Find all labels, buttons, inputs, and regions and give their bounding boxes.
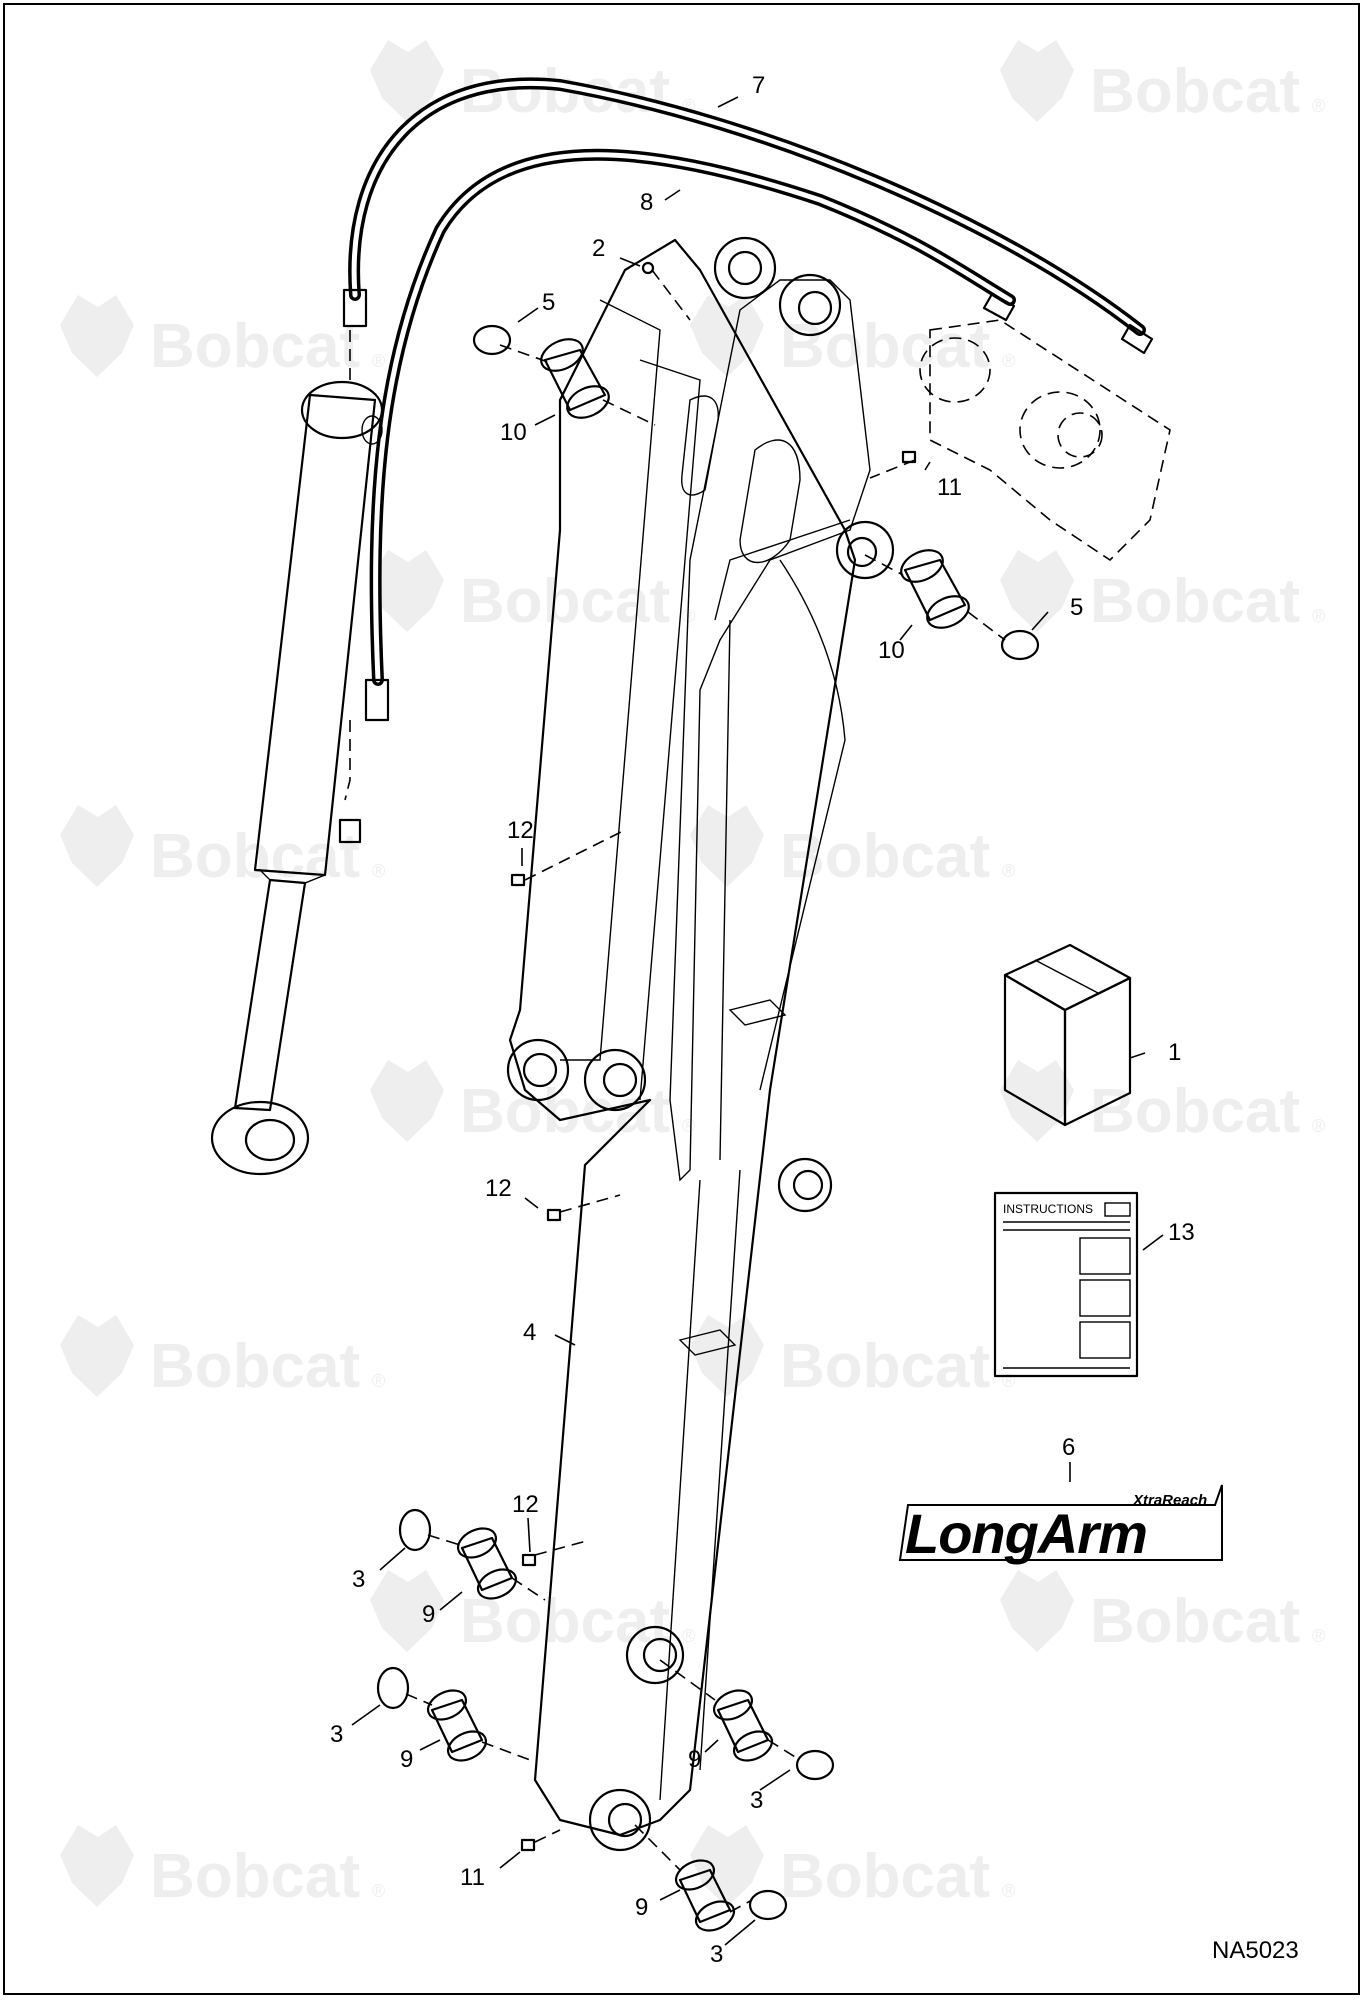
- bobcat-logo-icon: [60, 805, 134, 887]
- longarm-decal: XtraReach LongArm: [898, 1484, 1223, 1565]
- callout: 12: [512, 1491, 539, 1518]
- callout: 13: [1168, 1219, 1195, 1246]
- bushing-10-right: [900, 549, 970, 629]
- bobcat-logo-icon: [60, 1315, 134, 1397]
- boss-bottom: [588, 1788, 652, 1852]
- boss-left-1: [506, 1038, 570, 1102]
- bucket-link: [919, 319, 1171, 562]
- watermark-mark: ®: [372, 1881, 385, 1901]
- watermark-text: Bobcat: [780, 1842, 990, 1911]
- watermark-text: Bobcat: [150, 1332, 360, 1401]
- watermark-mark: ®: [682, 1626, 695, 1646]
- watermark-mark: ®: [1312, 606, 1325, 626]
- watermark-text: Bobcat: [780, 1332, 990, 1401]
- watermark-mark: ®: [1002, 861, 1015, 881]
- instructions-label: INSTRUCTIONS: [1003, 1202, 1093, 1216]
- watermark-mark: ®: [372, 1371, 385, 1391]
- boss-top-right: [778, 273, 842, 337]
- kit-box: [1003, 943, 1132, 1127]
- watermark-text: Bobcat: [780, 822, 990, 891]
- callout: 5: [542, 289, 555, 316]
- bobcat-logo-icon: [1000, 1060, 1074, 1142]
- boss-left-2: [583, 1048, 647, 1112]
- callout: 7: [752, 72, 765, 99]
- watermark-text: Bobcat: [1090, 567, 1300, 636]
- callout: 3: [352, 1566, 365, 1593]
- hose-8: [364, 148, 1016, 722]
- callout: 4: [523, 1319, 536, 1346]
- boss-top-left: [713, 236, 777, 300]
- watermark-mark: ®: [372, 861, 385, 881]
- callout: 11: [937, 474, 962, 501]
- watermark-text: Bobcat: [460, 1587, 670, 1656]
- watermark-mark: ®: [1002, 1881, 1015, 1901]
- bobcat-logo-icon: [60, 1825, 134, 1907]
- bushing-9-d: [674, 1859, 736, 1932]
- cylinder: [210, 330, 384, 1176]
- watermark-text: Bobcat: [150, 312, 360, 381]
- watermark-text: Bobcat: [150, 822, 360, 891]
- bobcat-logo-icon: [1000, 1570, 1074, 1652]
- diagram-frame: [3, 3, 1360, 1995]
- bushing-9-b: [426, 1689, 488, 1762]
- hose-7: [342, 77, 1154, 355]
- watermark-mark: ®: [1312, 96, 1325, 116]
- watermark-text: Bobcat: [1090, 1587, 1300, 1656]
- watermark-mark: ®: [1312, 1116, 1325, 1136]
- bushing-9-c: [712, 1689, 774, 1762]
- callout: 9: [400, 1746, 413, 1773]
- watermark-text: Bobcat: [460, 567, 670, 636]
- watermark-text: Bobcat: [460, 1077, 670, 1146]
- bobcat-logo-icon: [370, 1060, 444, 1142]
- callout: 6: [1062, 1434, 1075, 1461]
- callout: 12: [485, 1175, 512, 1202]
- callout: 10: [500, 419, 527, 446]
- watermark-text: Bobcat: [1090, 57, 1300, 126]
- boss-right: [777, 1157, 833, 1213]
- watermark-mark: ®: [682, 606, 695, 626]
- watermark-mark: ®: [1002, 351, 1015, 371]
- decal-small: XtraReach: [1132, 1492, 1207, 1509]
- callout: 9: [688, 1746, 701, 1773]
- watermark-text: Bobcat: [150, 1842, 360, 1911]
- watermark-mark: ®: [372, 351, 385, 371]
- watermark-mark: ®: [1312, 1626, 1325, 1646]
- snap-rings: [376, 324, 1040, 1921]
- bobcat-logo-icon: [1000, 40, 1074, 122]
- bobcat-logo-icon: [1000, 550, 1074, 632]
- callout: 9: [635, 1894, 648, 1921]
- assembly-lines: [405, 269, 1006, 1913]
- callout: 12: [507, 817, 534, 844]
- decal-big: LongArm: [905, 1502, 1147, 1565]
- instructions-manual: INSTRUCTIONS: [993, 1191, 1139, 1378]
- arm: [506, 236, 895, 1852]
- watermark-mark: ®: [1002, 1371, 1015, 1391]
- fittings: [510, 261, 917, 1852]
- callout: 1: [1168, 1039, 1181, 1066]
- bobcat-logo-icon: [690, 1825, 764, 1907]
- callout: 10: [878, 637, 905, 664]
- drawing-id: NA5023: [1212, 1937, 1299, 1964]
- callout: 2: [592, 235, 605, 262]
- callout: 5: [1070, 594, 1083, 621]
- watermark-text: Bobcat: [1090, 1077, 1300, 1146]
- bobcat-logo-icon: [60, 295, 134, 377]
- callout: 3: [330, 1721, 343, 1748]
- watermark-mark: ®: [682, 1116, 695, 1136]
- watermark-text: Bobcat: [780, 312, 990, 381]
- bushing-10-top: [540, 338, 610, 419]
- callout: 8: [640, 189, 653, 216]
- boss-lower: [625, 1625, 685, 1685]
- callout: 9: [422, 1601, 435, 1628]
- bushing-9-a: [456, 1527, 518, 1600]
- leader-lines: [351, 96, 1164, 1946]
- callouts: 7 8 2 5 10 11 5 10 12 1 12 13 4 6 12 3 9…: [330, 72, 1195, 1968]
- callout: 3: [710, 1941, 723, 1968]
- callout: 11: [460, 1864, 485, 1891]
- callout: 3: [750, 1787, 763, 1814]
- boss-mid: [835, 520, 895, 580]
